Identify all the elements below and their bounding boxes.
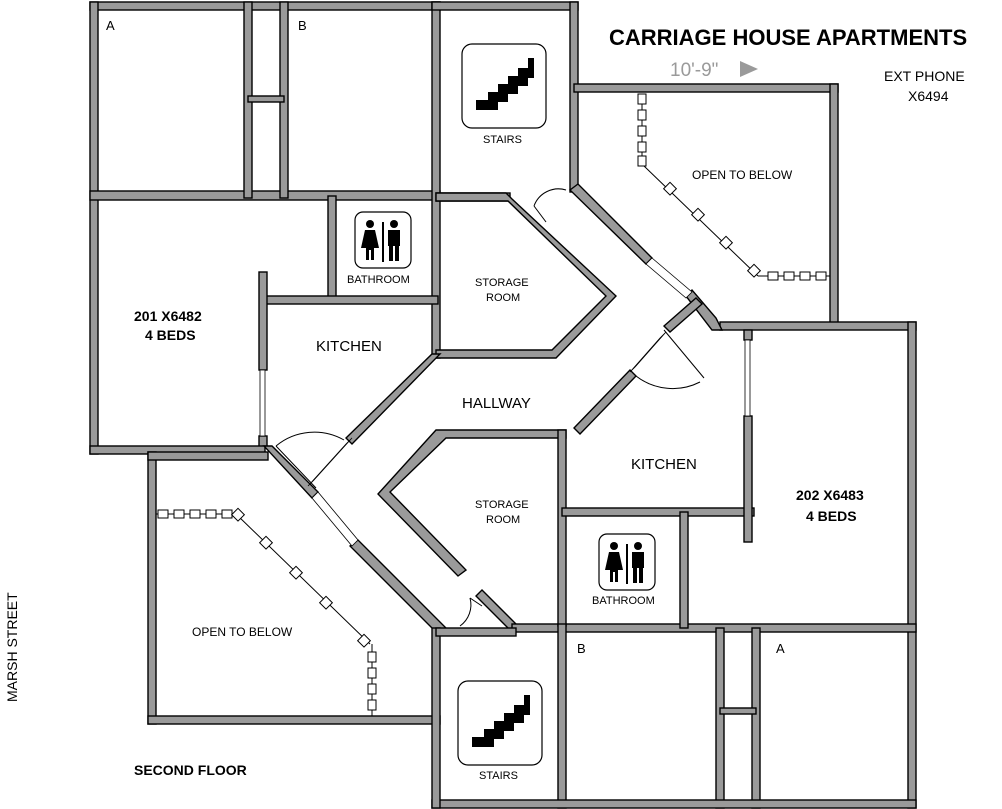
open-below-bottom-label: OPEN TO BELOW	[192, 625, 293, 639]
unit-202-label-2: 4 BEDS	[806, 508, 857, 524]
bathroom-bottom-label: BATHROOM	[592, 595, 655, 607]
hallway-label: HALLWAY	[462, 395, 531, 412]
open-below-top-label: OPEN TO BELOW	[692, 168, 793, 182]
stairs-icon	[461, 43, 547, 129]
room-b-bottom-label: B	[577, 641, 586, 656]
room-a-bottom-label: A	[776, 641, 785, 656]
storage-bottom-label-2: ROOM	[486, 514, 520, 526]
arrow-right-icon	[740, 61, 758, 77]
bottom-left-walls	[147, 451, 517, 809]
ext-phone-number: X6494	[908, 88, 949, 104]
floor-label: SECOND FLOOR	[134, 762, 247, 778]
restroom-icon	[598, 533, 656, 591]
storage-top-label-1: STORAGE	[475, 277, 529, 289]
storage-top-label-2: ROOM	[486, 292, 520, 304]
room-a-top-label: A	[106, 18, 115, 33]
dimension-label: 10'-9"	[670, 60, 718, 81]
bathroom-top-label: BATHROOM	[347, 274, 410, 286]
stairs-icon	[457, 680, 543, 766]
kitchen-right-label: KITCHEN	[631, 456, 697, 473]
unit-201-label-2: 4 BEDS	[145, 327, 196, 343]
railing-bottom	[156, 507, 377, 716]
kitchen-left-label: KITCHEN	[316, 338, 382, 355]
plan-title: CARRIAGE HOUSE APARTMENTS	[609, 25, 967, 50]
railing-top	[637, 93, 830, 281]
restroom-icon	[354, 211, 412, 269]
ext-phone-label: EXT PHONE	[884, 68, 965, 84]
unit-202-label-1: 202 X6483	[796, 487, 864, 503]
street-label: MARSH STREET	[4, 592, 20, 702]
stairs-top-label: STAIRS	[483, 134, 522, 146]
right-walls	[431, 329, 917, 809]
room-b-top-label: B	[298, 18, 307, 33]
storage-bottom-label-1: STORAGE	[475, 499, 529, 511]
unit-201-label-1: 201 X6482	[134, 308, 202, 324]
stairs-bottom-label: STAIRS	[479, 770, 518, 782]
doors	[275, 188, 705, 627]
windows	[259, 257, 751, 547]
